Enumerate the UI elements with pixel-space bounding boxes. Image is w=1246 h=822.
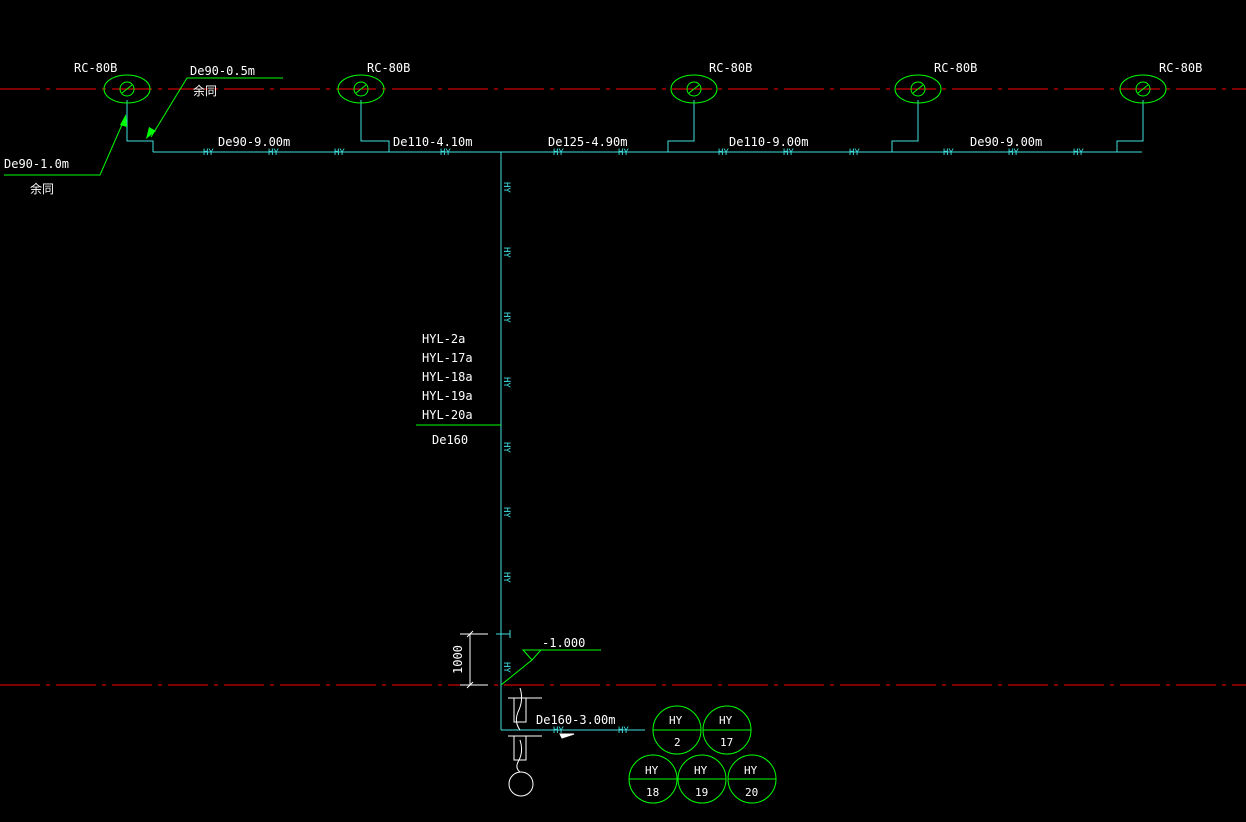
- segment-label: De110-4.10m: [393, 135, 472, 149]
- segment-label: De110-9.00m: [729, 135, 808, 149]
- pipe-tag: HY: [718, 148, 729, 158]
- outlet-icon: [119, 81, 135, 97]
- riser-id: HYL-18a: [422, 370, 473, 384]
- pipe-tag: HY: [501, 507, 511, 518]
- leader-size-label: De90-0.5m: [190, 64, 255, 78]
- outlet-1: RC-80B: [74, 61, 151, 104]
- legend-number: 17: [720, 736, 733, 749]
- leader-top: De90-0.5m 余同: [146, 64, 283, 139]
- pipe-tag: HY: [501, 312, 511, 323]
- pipe-tag: HY: [268, 148, 279, 158]
- pipe-tag: HY: [553, 148, 564, 158]
- legend: HY 2 HY 17 HY 18 HY 19 HY 20: [628, 705, 777, 804]
- pipe-tag: HY: [783, 148, 794, 158]
- riser-id: HYL-19a: [422, 389, 473, 403]
- outlet-3: RC-80B: [670, 61, 752, 104]
- legend-circle-19: HY 19: [677, 754, 727, 804]
- legend-tag: HY: [694, 764, 708, 777]
- pipe-tag: HY: [1073, 148, 1084, 158]
- dimension-label: 1000: [451, 645, 465, 674]
- riser-id: HYL-17a: [422, 351, 473, 365]
- outlet-icon: [353, 81, 369, 97]
- outlet-label: RC-80B: [74, 61, 117, 75]
- drain-point-icon: [508, 771, 534, 797]
- pipe-tag: HY: [501, 662, 511, 673]
- pipe-tag: HY: [618, 148, 629, 158]
- outlet-5: RC-80B: [1119, 61, 1202, 104]
- legend-number: 19: [695, 786, 708, 799]
- pipe-tag: HY: [501, 572, 511, 583]
- riser-size-label: De160: [432, 433, 468, 447]
- pipe-tag: HY: [618, 726, 629, 736]
- elevation-label: -1.000: [542, 636, 585, 650]
- pipe-tag: HY: [501, 377, 511, 388]
- legend-tag: HY: [744, 764, 758, 777]
- legend-tag: HY: [645, 764, 659, 777]
- legend-circle-18: HY 18: [628, 754, 678, 804]
- pipe-tags-vertical: HY HY HY HY HY HY HY HY: [501, 182, 511, 673]
- leader-left: De90-1.0m 余同: [4, 114, 127, 196]
- outlet-label: RC-80B: [934, 61, 977, 75]
- pipe-tag: HY: [203, 148, 214, 158]
- outlet-pipe-label: De160-3.00m: [536, 713, 615, 727]
- outlet-4: RC-80B: [894, 61, 977, 104]
- outlet-icon: [1135, 81, 1151, 97]
- riser-id: HYL-20a: [422, 408, 473, 422]
- segment-label: De125-4.90m: [548, 135, 627, 149]
- outlet-icon: [686, 81, 702, 97]
- leader-note-label: 余同: [30, 181, 54, 196]
- pipe-tag: HY: [501, 247, 511, 258]
- legend-circle-2: HY 2: [652, 705, 702, 755]
- arrow-icon: [120, 114, 127, 127]
- outlet-icon: [910, 81, 926, 97]
- pipe-tag: HY: [334, 148, 345, 158]
- outlet-label: RC-80B: [709, 61, 752, 75]
- legend-circle-20: HY 20: [727, 754, 777, 804]
- riser-id-block: HYL-2a HYL-17a HYL-18a HYL-19a HYL-20a D…: [416, 332, 501, 447]
- pipe-tag: HY: [943, 148, 954, 158]
- outlet-label: RC-80B: [1159, 61, 1202, 75]
- pipe-tag: HY: [501, 182, 511, 193]
- pipe-tag: HY: [849, 148, 860, 158]
- outlet-label: RC-80B: [367, 61, 410, 75]
- segment-label: De90-9.00m: [218, 135, 290, 149]
- pipe-tag: HY: [440, 148, 451, 158]
- segment-labels: De90-9.00m De110-4.10m De125-4.90m De110…: [218, 135, 1042, 149]
- main-pipe: [126, 100, 1144, 153]
- dimension-1000: 1000: [451, 630, 488, 689]
- outlet-2: RC-80B: [337, 61, 410, 104]
- pipe-tag: HY: [1008, 148, 1019, 158]
- arrow-icon: [146, 127, 156, 139]
- segment-label: De90-9.00m: [970, 135, 1042, 149]
- leader-note-label: 余同: [193, 83, 217, 98]
- pipe-tags-horizontal: HY HY HY HY HY HY HY HY HY HY HY HY: [203, 148, 1084, 158]
- bottom-fittings: [508, 687, 575, 797]
- legend-tag: HY: [669, 714, 683, 727]
- legend-number: 2: [674, 736, 681, 749]
- leader-size-label: De90-1.0m: [4, 157, 69, 171]
- pipe-tag: HY: [501, 442, 511, 453]
- elevation-mark: -1.000: [500, 636, 601, 686]
- pipe-tag: HY: [553, 726, 564, 736]
- legend-tag: HY: [719, 714, 733, 727]
- elevation-triangle-icon: [521, 649, 543, 661]
- legend-number: 20: [745, 786, 758, 799]
- riser-id: HYL-2a: [422, 332, 465, 346]
- legend-number: 18: [646, 786, 659, 799]
- legend-circle-17: HY 17: [702, 705, 752, 755]
